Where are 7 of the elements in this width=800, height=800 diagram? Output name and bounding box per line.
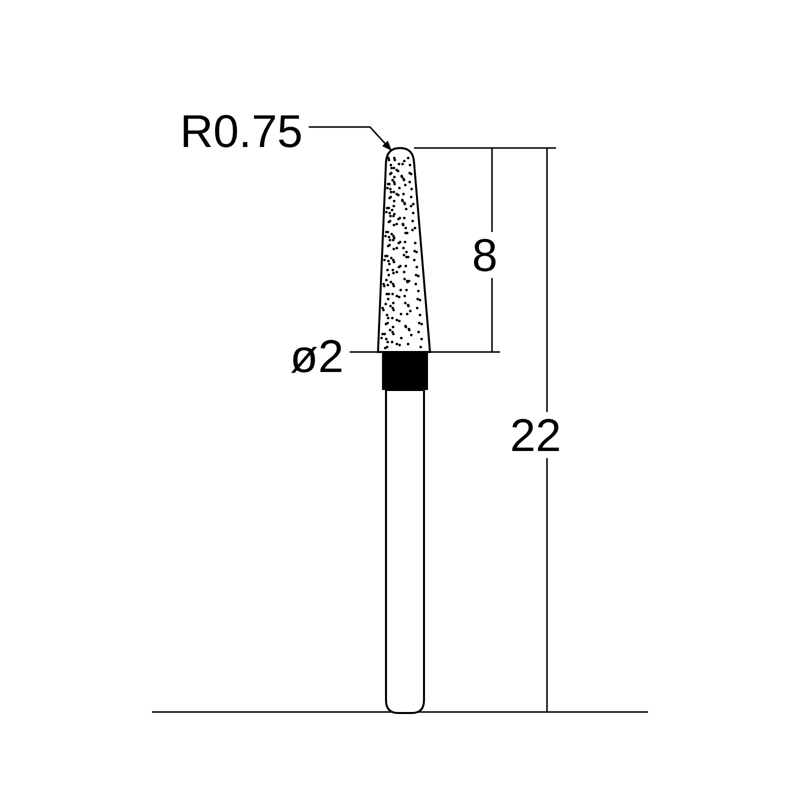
dimension-value: 22	[510, 412, 562, 458]
leader-line	[308, 126, 392, 151]
dimension-text: R0.75	[180, 108, 303, 154]
dimension-text: ø2	[290, 333, 344, 379]
dimension-value: 8	[472, 232, 498, 278]
coated-tip-drawing	[377, 147, 431, 353]
leader-line	[350, 351, 378, 353]
